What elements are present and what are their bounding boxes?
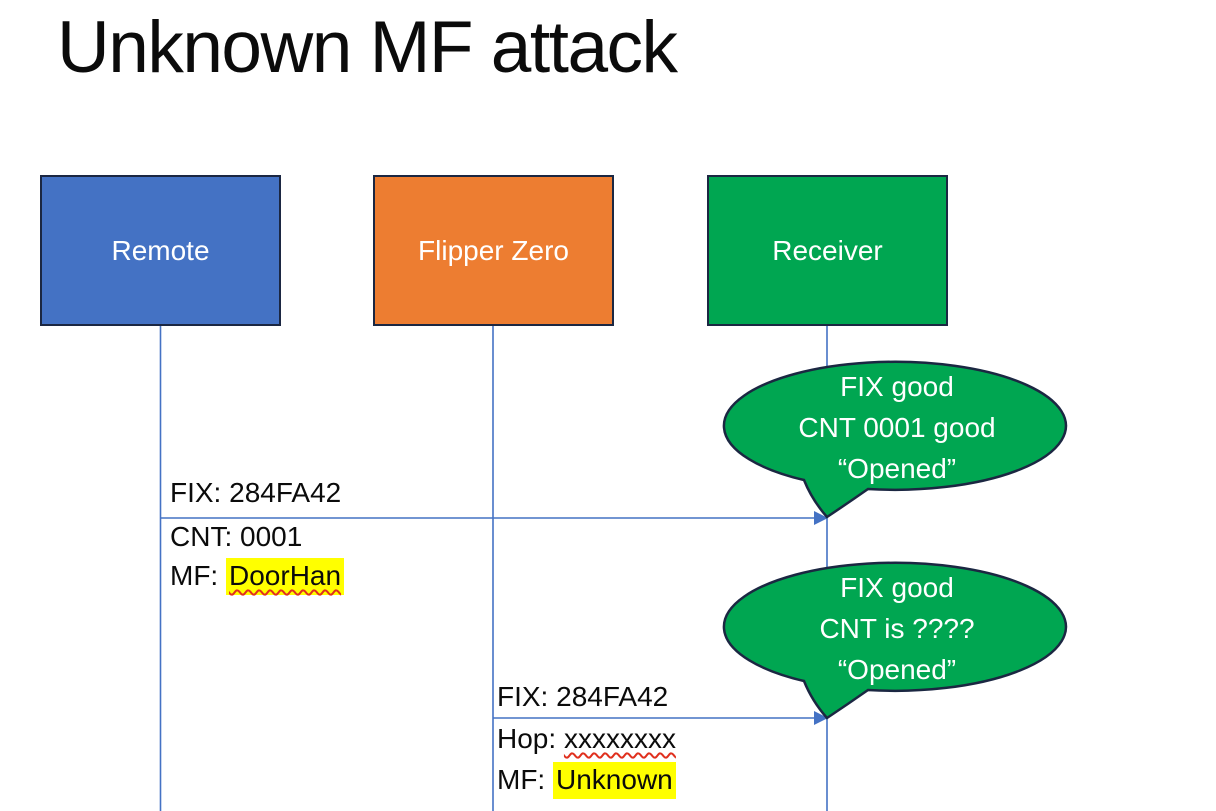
callout1-bubble xyxy=(722,360,1068,519)
message1-line3: MF: DoorHan xyxy=(170,558,345,595)
callout2-line1: FIX good xyxy=(840,572,954,603)
callout2-bubble xyxy=(722,561,1068,720)
callout1-line3: “Opened” xyxy=(837,453,957,484)
actor-label-flipper-zero: Flipper Zero xyxy=(418,234,569,266)
message2-line3-highlighted-value: Unknown xyxy=(553,762,676,799)
slide-title: Unknown MF attack xyxy=(57,7,678,88)
actor-label-receiver: Receiver xyxy=(772,234,883,266)
message1-line1: FIX: 284FA42 xyxy=(170,477,342,508)
message2-line1: FIX: 284FA42 xyxy=(497,681,669,712)
actor-label-remote: Remote xyxy=(111,234,210,266)
callout1-line2: CNT 0001 good xyxy=(798,412,996,443)
callout2-text: FIX good CNT is ???? “Opened” xyxy=(747,567,1047,690)
callout2-line3: “Opened” xyxy=(837,654,957,685)
callout1-line1: FIX good xyxy=(840,371,954,402)
message2-arrowhead-icon xyxy=(814,711,828,725)
callout2-line2: CNT is ???? xyxy=(819,613,975,644)
actor-box-flipper-zero: Flipper Zero xyxy=(373,175,614,326)
message1-line2: CNT: 0001 xyxy=(170,521,303,552)
actor-box-receiver: Receiver xyxy=(707,175,948,326)
message2-line2-value: xxxxxxxx xyxy=(563,723,676,754)
message2-line2: Hop: xxxxxxxx xyxy=(497,723,676,755)
message2-line3: MF: Unknown xyxy=(497,762,676,799)
message2-line2-prefix: Hop: xyxy=(497,723,564,754)
message2-line3-prefix: MF: xyxy=(497,764,553,795)
message1-line3-prefix: MF: xyxy=(170,560,226,591)
actor-box-remote: Remote xyxy=(40,175,281,326)
message1-arrowhead-icon xyxy=(814,511,828,525)
callout1-text: FIX good CNT 0001 good “Opened” xyxy=(747,366,1047,489)
message1-line3-highlighted-value: DoorHan xyxy=(226,558,345,595)
